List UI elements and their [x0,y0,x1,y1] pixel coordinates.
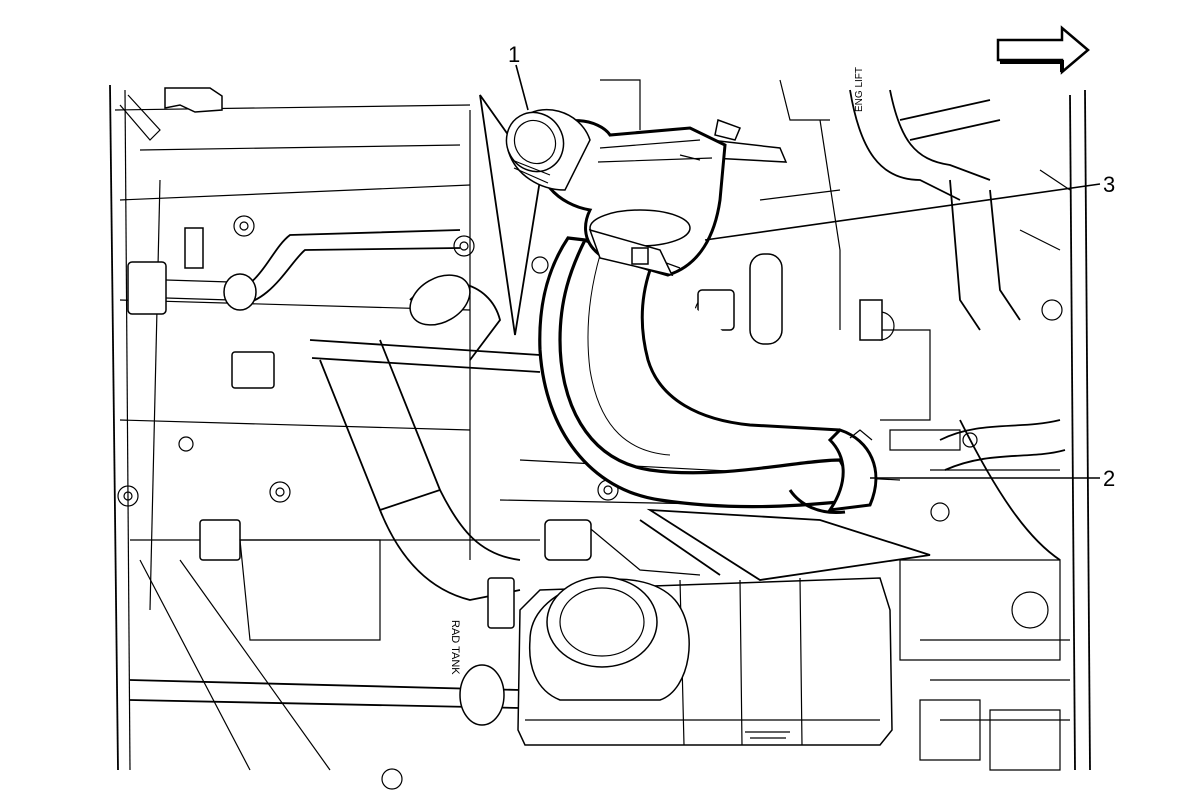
callout-label-3: 3 [1103,172,1115,197]
callout-label-2: 2 [1103,466,1115,491]
coolant-fill-cap [505,108,591,191]
hose-clamp-lower [788,428,878,515]
tank-embossed-label: RAD TANK [449,620,461,675]
thermostat-housing [505,108,741,277]
leader-line-3 [704,183,1101,241]
engine-lift-embossed-label: ENG LIFT [854,67,865,112]
callout-label-1: 1 [508,42,520,67]
callout-leaders [515,64,1101,479]
coolant-reservoir: RAD TANK [449,576,893,746]
hose-clamp-upper [588,228,674,277]
radiator-hose [538,236,863,509]
leader-line-1 [515,64,529,111]
reservoir-cap [528,576,690,701]
arrow-right-icon [996,25,1090,75]
